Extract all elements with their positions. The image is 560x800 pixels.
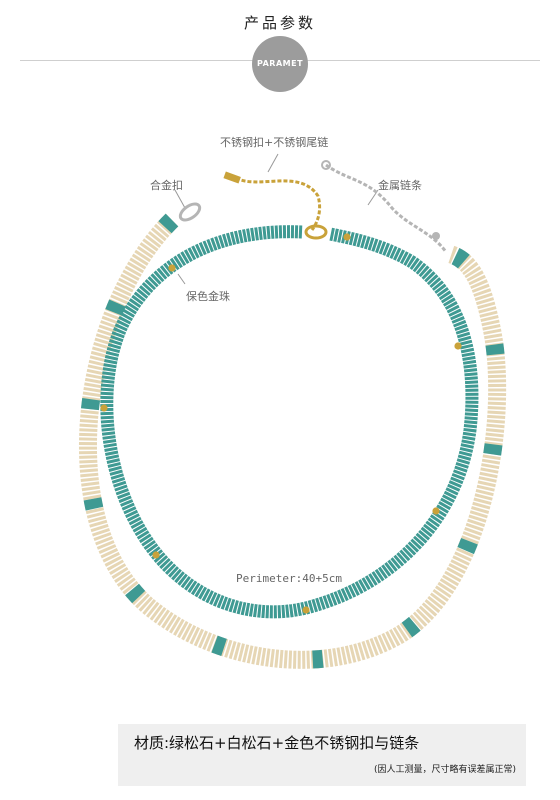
- material-box: 材质:绿松石+白松石+金色不锈钢扣与链条 (因人工测量，尺寸略有误差属正常): [118, 724, 526, 786]
- perimeter-label: Perimeter:40+5cm: [236, 572, 342, 585]
- silver-extender-chain: [325, 163, 448, 253]
- page-title: 产品参数: [243, 14, 316, 32]
- material-text: 材质:绿松石+白松石+金色不锈钢扣与链条: [134, 734, 420, 752]
- silver-drop-bead: [432, 232, 440, 240]
- gold-bead: [100, 404, 108, 412]
- paramet-badge: PARAMET: [252, 36, 308, 92]
- gold-tag: [223, 171, 241, 184]
- inner-necklace: [100, 225, 479, 619]
- gold-lobster-clasp: [304, 224, 328, 240]
- pointer-line-gold-bead: [177, 273, 186, 285]
- gold-bead: [454, 342, 462, 350]
- gold-extender-chain: [235, 176, 322, 231]
- label-gold-bead: 保色金珠: [186, 290, 230, 303]
- pointer-line-alloy-clasp: [174, 189, 186, 209]
- measurement-note: (因人工测量，尺寸略有误差属正常): [373, 765, 516, 775]
- label-metal-chain: 金属链条: [378, 179, 422, 192]
- outer-necklace: [79, 213, 507, 669]
- silver-lobster-clasp: [178, 202, 202, 222]
- gold-bead: [432, 507, 440, 515]
- label-alloy-clasp: 合金扣: [150, 179, 183, 192]
- silver-end-ring: [321, 160, 331, 170]
- gold-bead: [168, 264, 176, 272]
- label-extender-clasp: 不锈钢扣+不锈钢尾链: [220, 136, 329, 149]
- necklace-illustration: [79, 153, 507, 669]
- pointer-line-extender: [267, 153, 279, 173]
- gold-bead: [302, 606, 310, 614]
- gold-bead: [343, 233, 351, 241]
- gold-bead: [152, 551, 160, 559]
